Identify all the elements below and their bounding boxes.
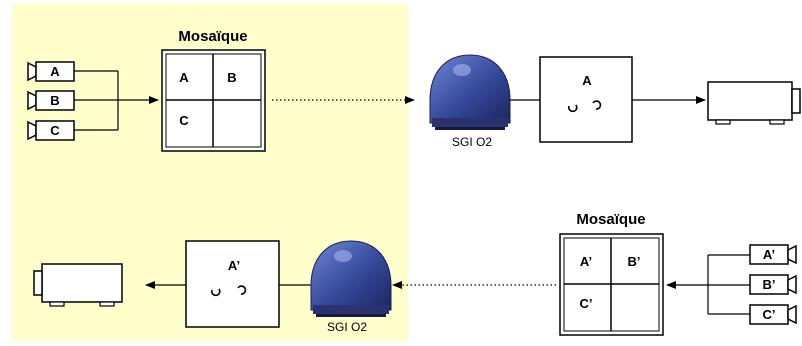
face-icon [210, 285, 247, 297]
camera-label: C’ [763, 307, 776, 322]
mosaic-cell: C’ [580, 296, 593, 311]
mosaic-title: Mosaïque [576, 211, 645, 228]
output-label: A [582, 73, 592, 88]
camera-b-prime: B’ [749, 274, 797, 295]
camera-label: B’ [763, 277, 776, 292]
camera-c: C [27, 120, 75, 141]
output-label: A’ [228, 258, 240, 273]
output-screen: A [539, 56, 633, 143]
computer-icon [310, 240, 392, 317]
camera-icon [787, 274, 797, 295]
camera-a-prime: A’ [749, 244, 797, 265]
camera-label: B [50, 93, 59, 108]
mosaic-cell: C [179, 113, 189, 128]
camera-label: C [50, 123, 60, 138]
mosaic-cell: A’ [580, 254, 592, 269]
face-icon [567, 100, 602, 113]
camera-icon [787, 304, 797, 325]
camera-label: A’ [763, 247, 775, 262]
mosaic-grid: A B C [161, 49, 266, 152]
mosaic-cell: A [179, 70, 189, 85]
mosaic-title: Mosaïque [178, 28, 247, 45]
camera-a: A [27, 61, 75, 82]
mosaic-cell: B [227, 70, 236, 85]
camera-connectors [666, 254, 750, 315]
computer-label: SGI O2 [452, 135, 492, 149]
mosaic-cell: B’ [628, 254, 641, 269]
camera-connectors [74, 70, 159, 131]
computer-icon [429, 54, 511, 130]
output-screen: A’ [185, 240, 280, 328]
mosaic-grid: A’ B’ C’ [559, 233, 664, 336]
camera-icon [787, 244, 797, 265]
projector-icon [707, 81, 801, 125]
projector-icon [33, 263, 123, 307]
computer-label: SGI O2 [327, 320, 367, 334]
camera-c-prime: C’ [749, 304, 797, 325]
camera-label: A [50, 64, 60, 79]
